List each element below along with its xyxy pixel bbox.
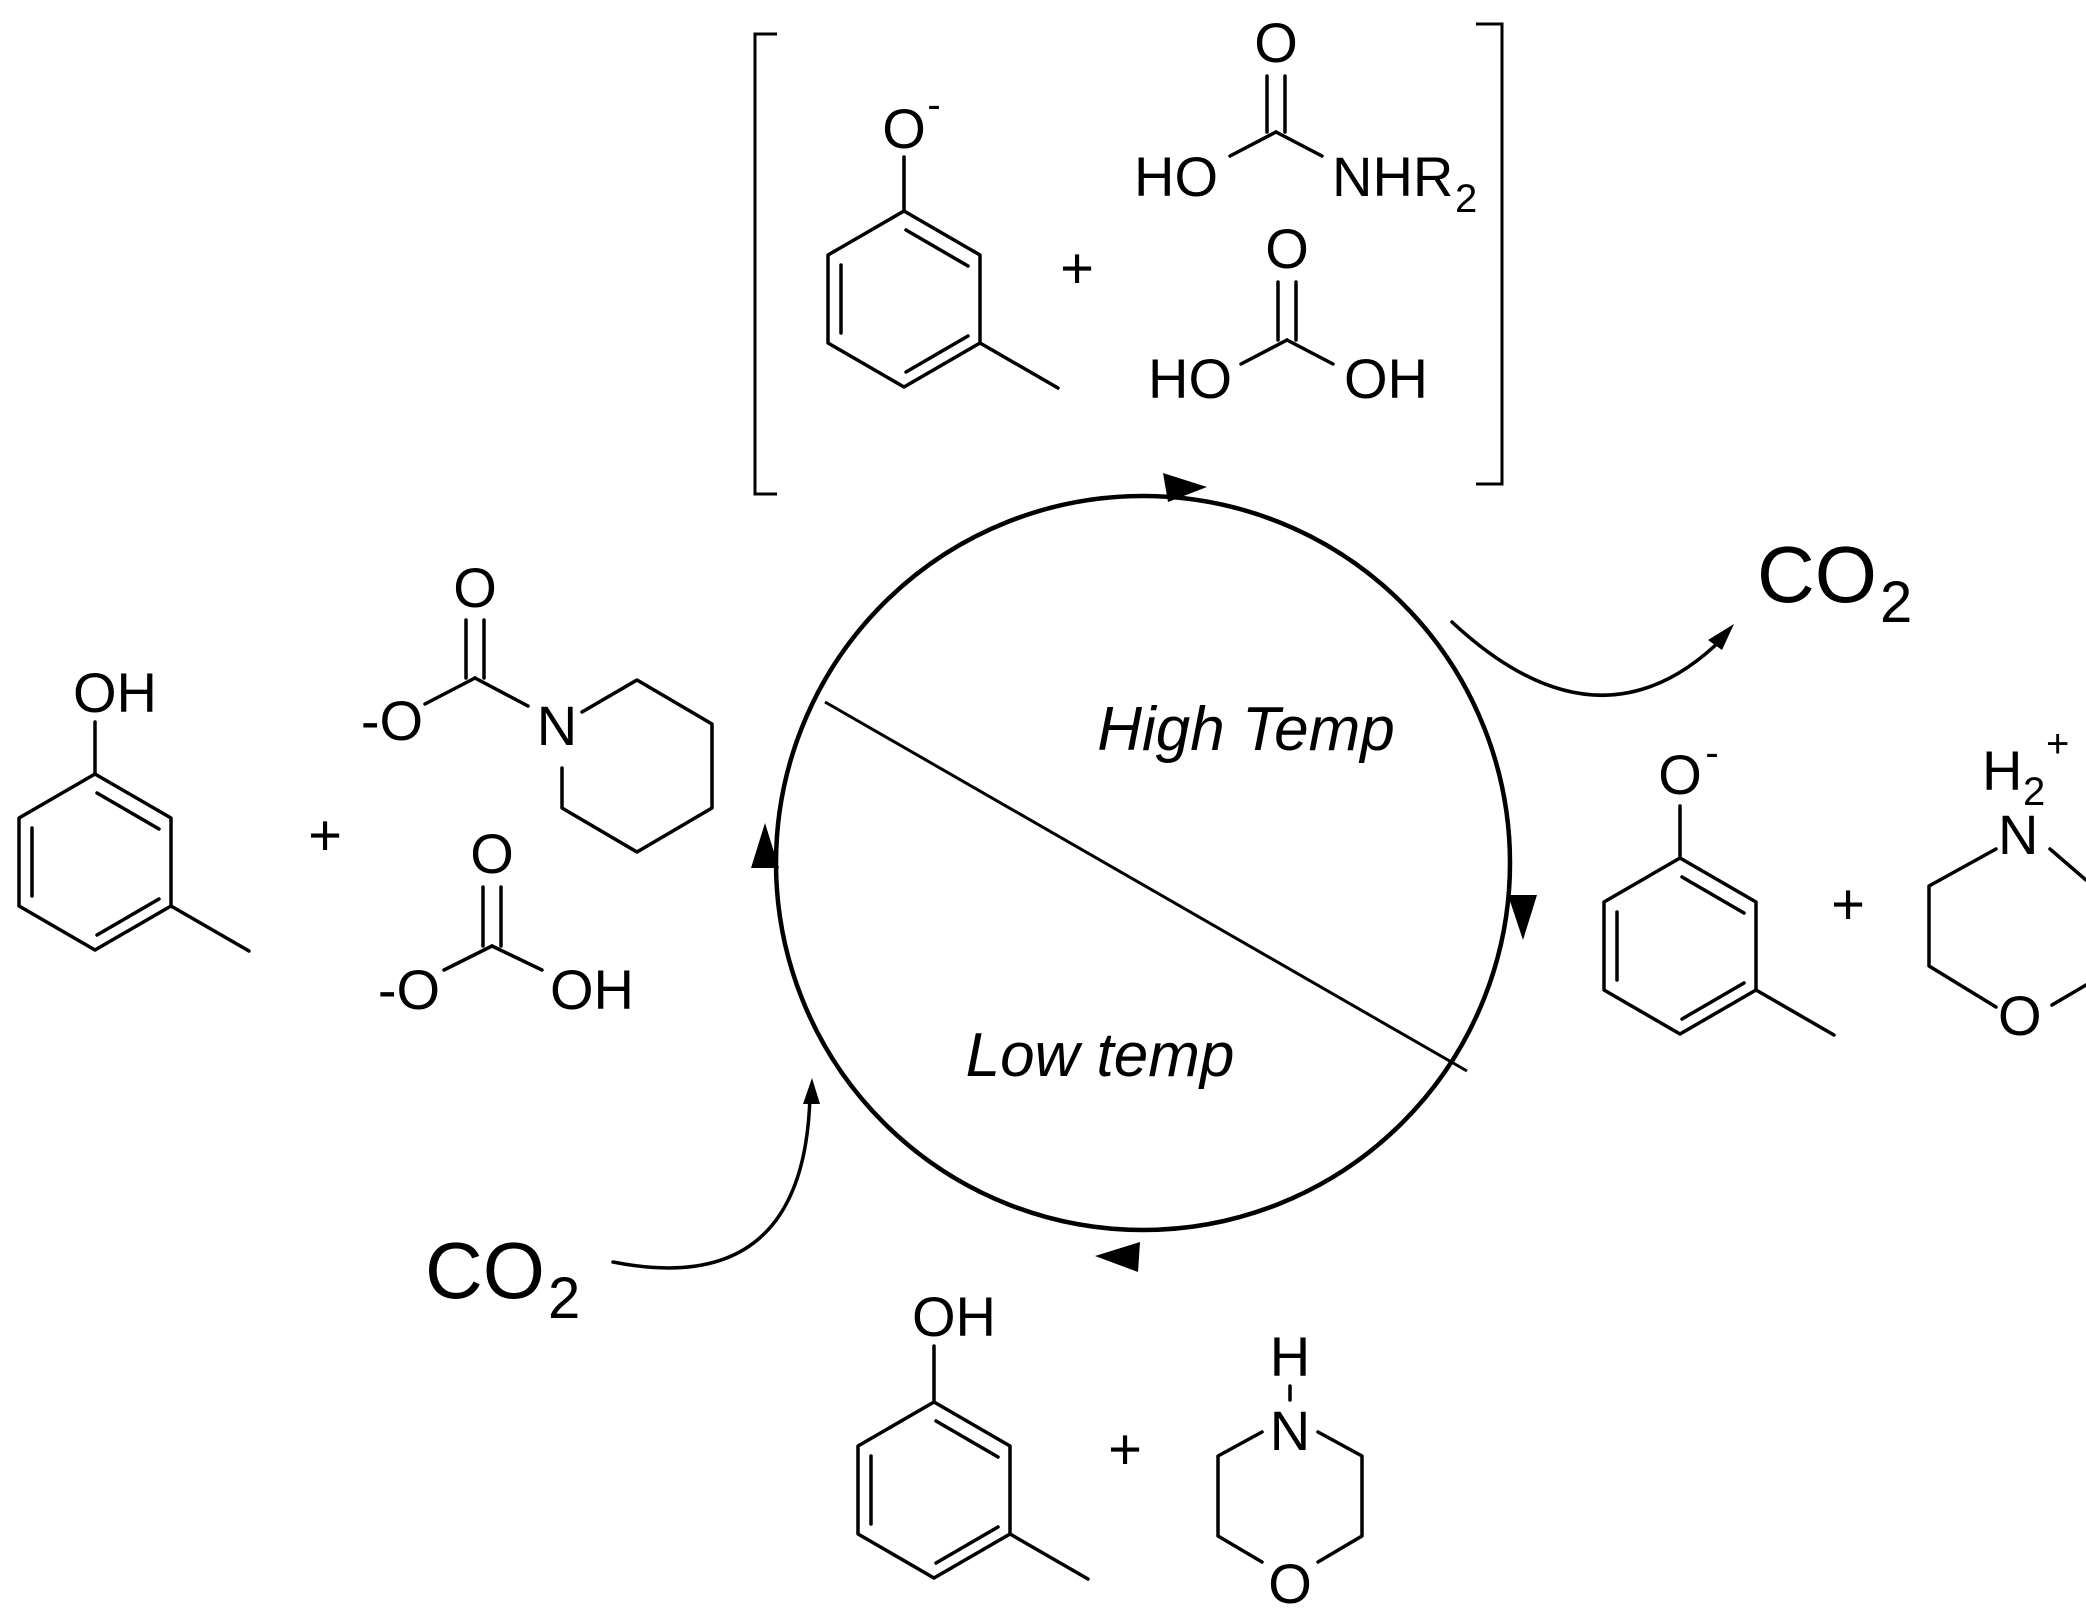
carbonyl-oxygen: O: [470, 822, 514, 885]
piperidine-ring: [560, 678, 714, 854]
co2-release-arrowhead: [1708, 624, 1734, 650]
phenolate-oxygen: O: [882, 97, 926, 160]
anionic-oxygen: -O: [378, 958, 440, 1021]
carbonic-acid-molecule: O HO OH: [1148, 217, 1428, 410]
ring-oxygen: O: [1998, 984, 2042, 1047]
methyl-bond: [1754, 988, 1836, 1037]
nh-hydrogen: H: [1270, 1325, 1310, 1388]
arrow-right: [1508, 895, 1537, 940]
negative-charge: -: [1705, 731, 1718, 775]
co2-uptake-label: CO: [425, 1226, 545, 1315]
hydroxyl-label: OH: [550, 958, 634, 1021]
phenolate-oxygen: O: [1658, 743, 1702, 806]
arrow-bottom: [1095, 1242, 1140, 1272]
methyl-bond: [169, 904, 251, 953]
intermediate-bracket: [753, 22, 1504, 496]
temperature-divider-line: [824, 700, 1468, 1073]
arrow-left: [751, 823, 779, 868]
methyl-bond: [1008, 1532, 1090, 1581]
co2-release-subscript: 2: [1880, 570, 1912, 635]
co2-uptake: CO 2: [425, 1078, 820, 1331]
co2-release-arrow-curve: [1450, 620, 1725, 697]
co2-release-label: CO: [1757, 530, 1877, 619]
benzene-ring: [1602, 856, 1758, 1036]
benzene-ring: [17, 772, 173, 952]
co2-uptake-arrowhead: [803, 1078, 820, 1104]
carbamate-molecule: O -O N: [361, 556, 714, 854]
benzene-ring: [856, 1400, 1012, 1580]
hydroxyl-label: OH: [73, 661, 157, 724]
ring-nitrogen: N: [537, 694, 577, 757]
arrow-top: [1163, 473, 1207, 502]
hydroxyl-right: OH: [1344, 347, 1428, 410]
nhr2-label: NHR: [1332, 145, 1453, 208]
hydroxyl-left: HO: [1148, 347, 1232, 410]
co2-release: CO 2: [1450, 530, 1912, 697]
carbamic-acid-molecule: O HO NHR 2: [1134, 11, 1477, 221]
hydroxyl-label: HO: [1134, 145, 1218, 208]
right-bracket: [1476, 22, 1504, 486]
plus-sign-top: +: [1060, 236, 1094, 301]
negative-charge: -: [927, 83, 940, 127]
plus-sign-right: +: [1831, 872, 1865, 937]
cycle-circle: [773, 493, 1513, 1233]
methyl-bond: [978, 341, 1060, 390]
co2-uptake-subscript: 2: [548, 1266, 580, 1331]
benzene-ring: [826, 209, 982, 389]
carbonyl-oxygen: O: [1265, 217, 1309, 280]
hydroxyl-label: OH: [912, 1285, 996, 1348]
h2-label: H: [1982, 739, 2022, 802]
left-cresol-molecule: OH: [17, 661, 251, 953]
h2-subscript: 2: [2023, 770, 2045, 814]
co2-uptake-arrow-curve: [611, 1093, 812, 1270]
top-phenolate-molecule: O -: [826, 83, 1060, 390]
nhr2-subscript: 2: [1455, 177, 1477, 221]
ring-nitrogen: N: [1270, 1399, 1310, 1462]
ring-nitrogen: N: [1998, 803, 2038, 866]
bicarbonate-molecule: O -O OH: [378, 822, 634, 1021]
carbonyl-oxygen: O: [453, 556, 497, 619]
carboxylate-oxygen: -O: [361, 689, 423, 752]
morpholine-molecule: H N O: [1216, 1325, 1364, 1611]
plus-sign-bottom: +: [1108, 1417, 1142, 1482]
bottom-cresol-molecule: OH: [856, 1285, 1090, 1581]
carbonyl-oxygen: O: [1254, 11, 1298, 74]
ring-oxygen: O: [1268, 1552, 1312, 1611]
left-bracket: [753, 32, 777, 496]
right-phenolate-molecule: O -: [1602, 731, 1836, 1037]
plus-sign-left: +: [308, 803, 342, 868]
morpholinium-molecule: H 2 + N O: [1927, 722, 2086, 1047]
high-temp-label: High Temp: [1097, 695, 1395, 764]
positive-charge: +: [2046, 722, 2069, 766]
reaction-cycle: High Temp Low temp: [751, 473, 1537, 1272]
low-temp-label: Low temp: [966, 1021, 1235, 1090]
